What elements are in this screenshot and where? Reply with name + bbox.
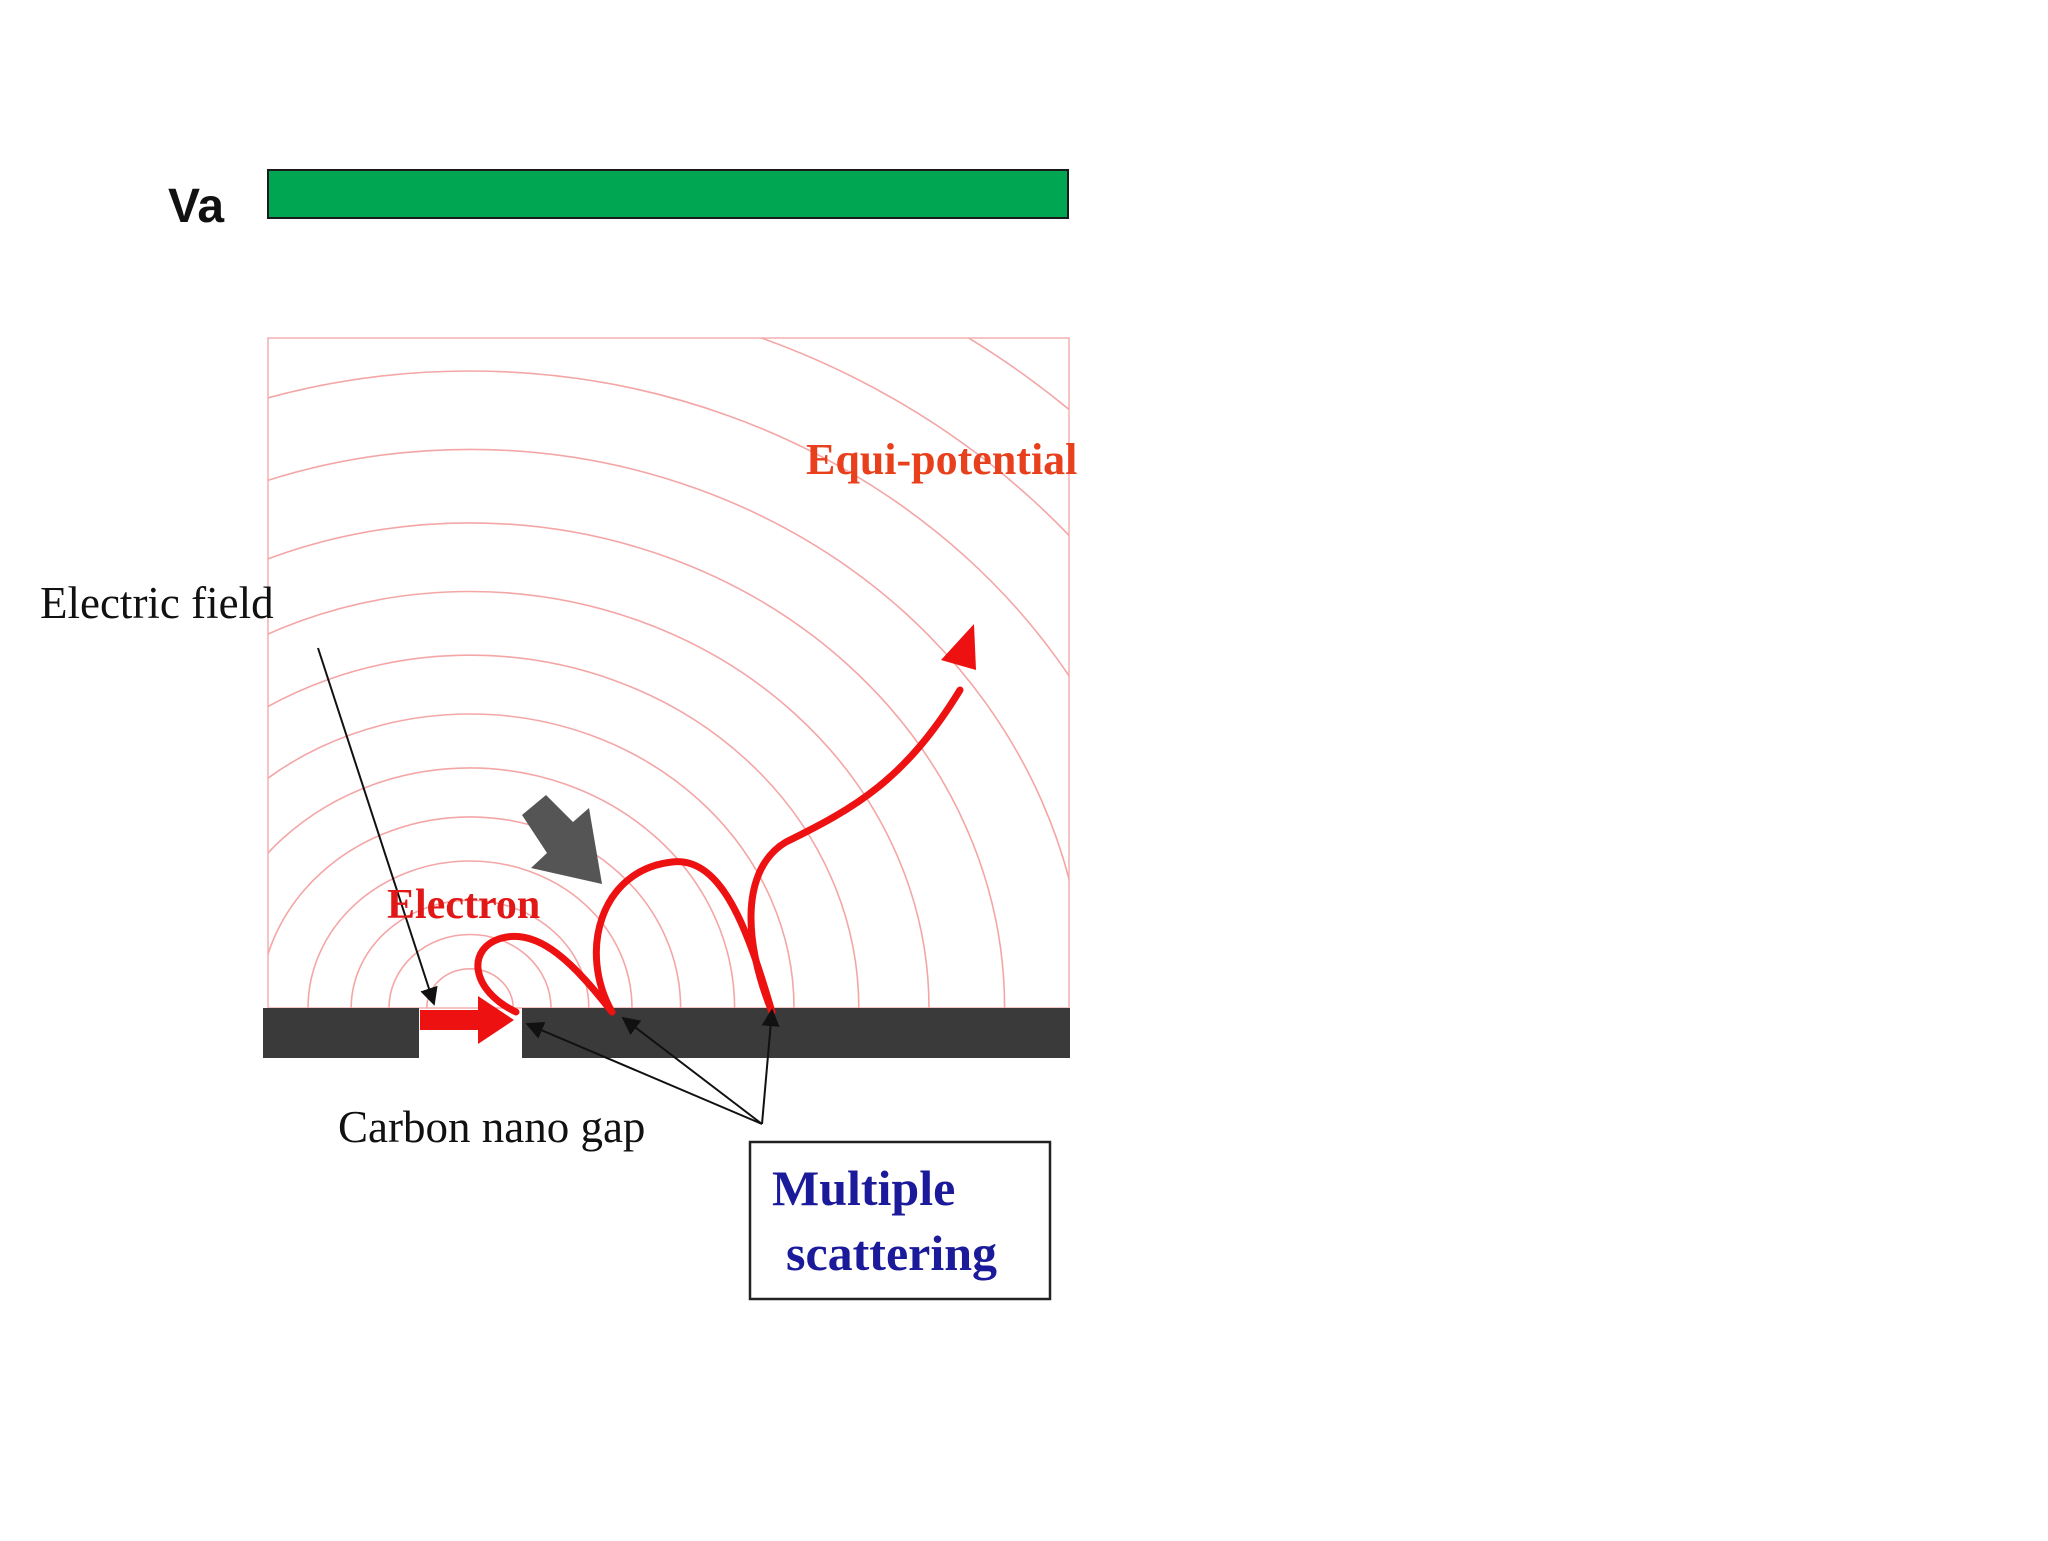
equipotential-line [268,654,860,1008]
electron-trajectory-arrowhead [941,624,976,670]
equipotential-line [758,338,1069,537]
equipotential-line [350,899,590,1008]
equipotential-lines [0,0,1804,1008]
anode-voltage-label: Va [168,180,224,233]
equipotential-line [0,106,1464,1008]
multiple-scattering-line1: Multiple [772,1160,955,1216]
multiple-scattering-box [748,1140,1052,1301]
gap-emission-arrow [420,996,514,1044]
equipotential-line [388,933,552,1008]
nano-gap-leader [525,1022,763,1125]
equipotential-line [268,370,1069,678]
electron-trajectory [474,686,964,1016]
equipotential-line [268,590,930,1008]
electron-label: Electron [387,882,540,928]
cathode-right [522,1008,1070,1058]
equipotential-label: Equi-potential [806,435,1077,484]
scattering-leader-1 [621,1016,763,1125]
equipotential-line [268,522,1006,1008]
anode-plate [267,169,1069,219]
scattering-leader-2 [761,1008,780,1125]
equipotential-line [0,0,1804,1008]
equipotential-line [268,448,1069,883]
equipotential-line [268,816,682,1008]
equipotential-line [307,860,633,1008]
equipotential-line [0,8,1572,1008]
field-direction-arrow [522,795,602,884]
carbon-nano-gap-label: Carbon nano gap [338,1102,645,1152]
equipotential-line [0,0,1685,1008]
equipotential-line [268,767,736,1008]
electric-field-label: Electric field [40,578,274,628]
equipotential-line [268,713,795,1008]
cathode-left [263,1008,419,1058]
multiple-scattering-line2: scattering [786,1225,997,1281]
electric-field-leader [317,647,438,1006]
